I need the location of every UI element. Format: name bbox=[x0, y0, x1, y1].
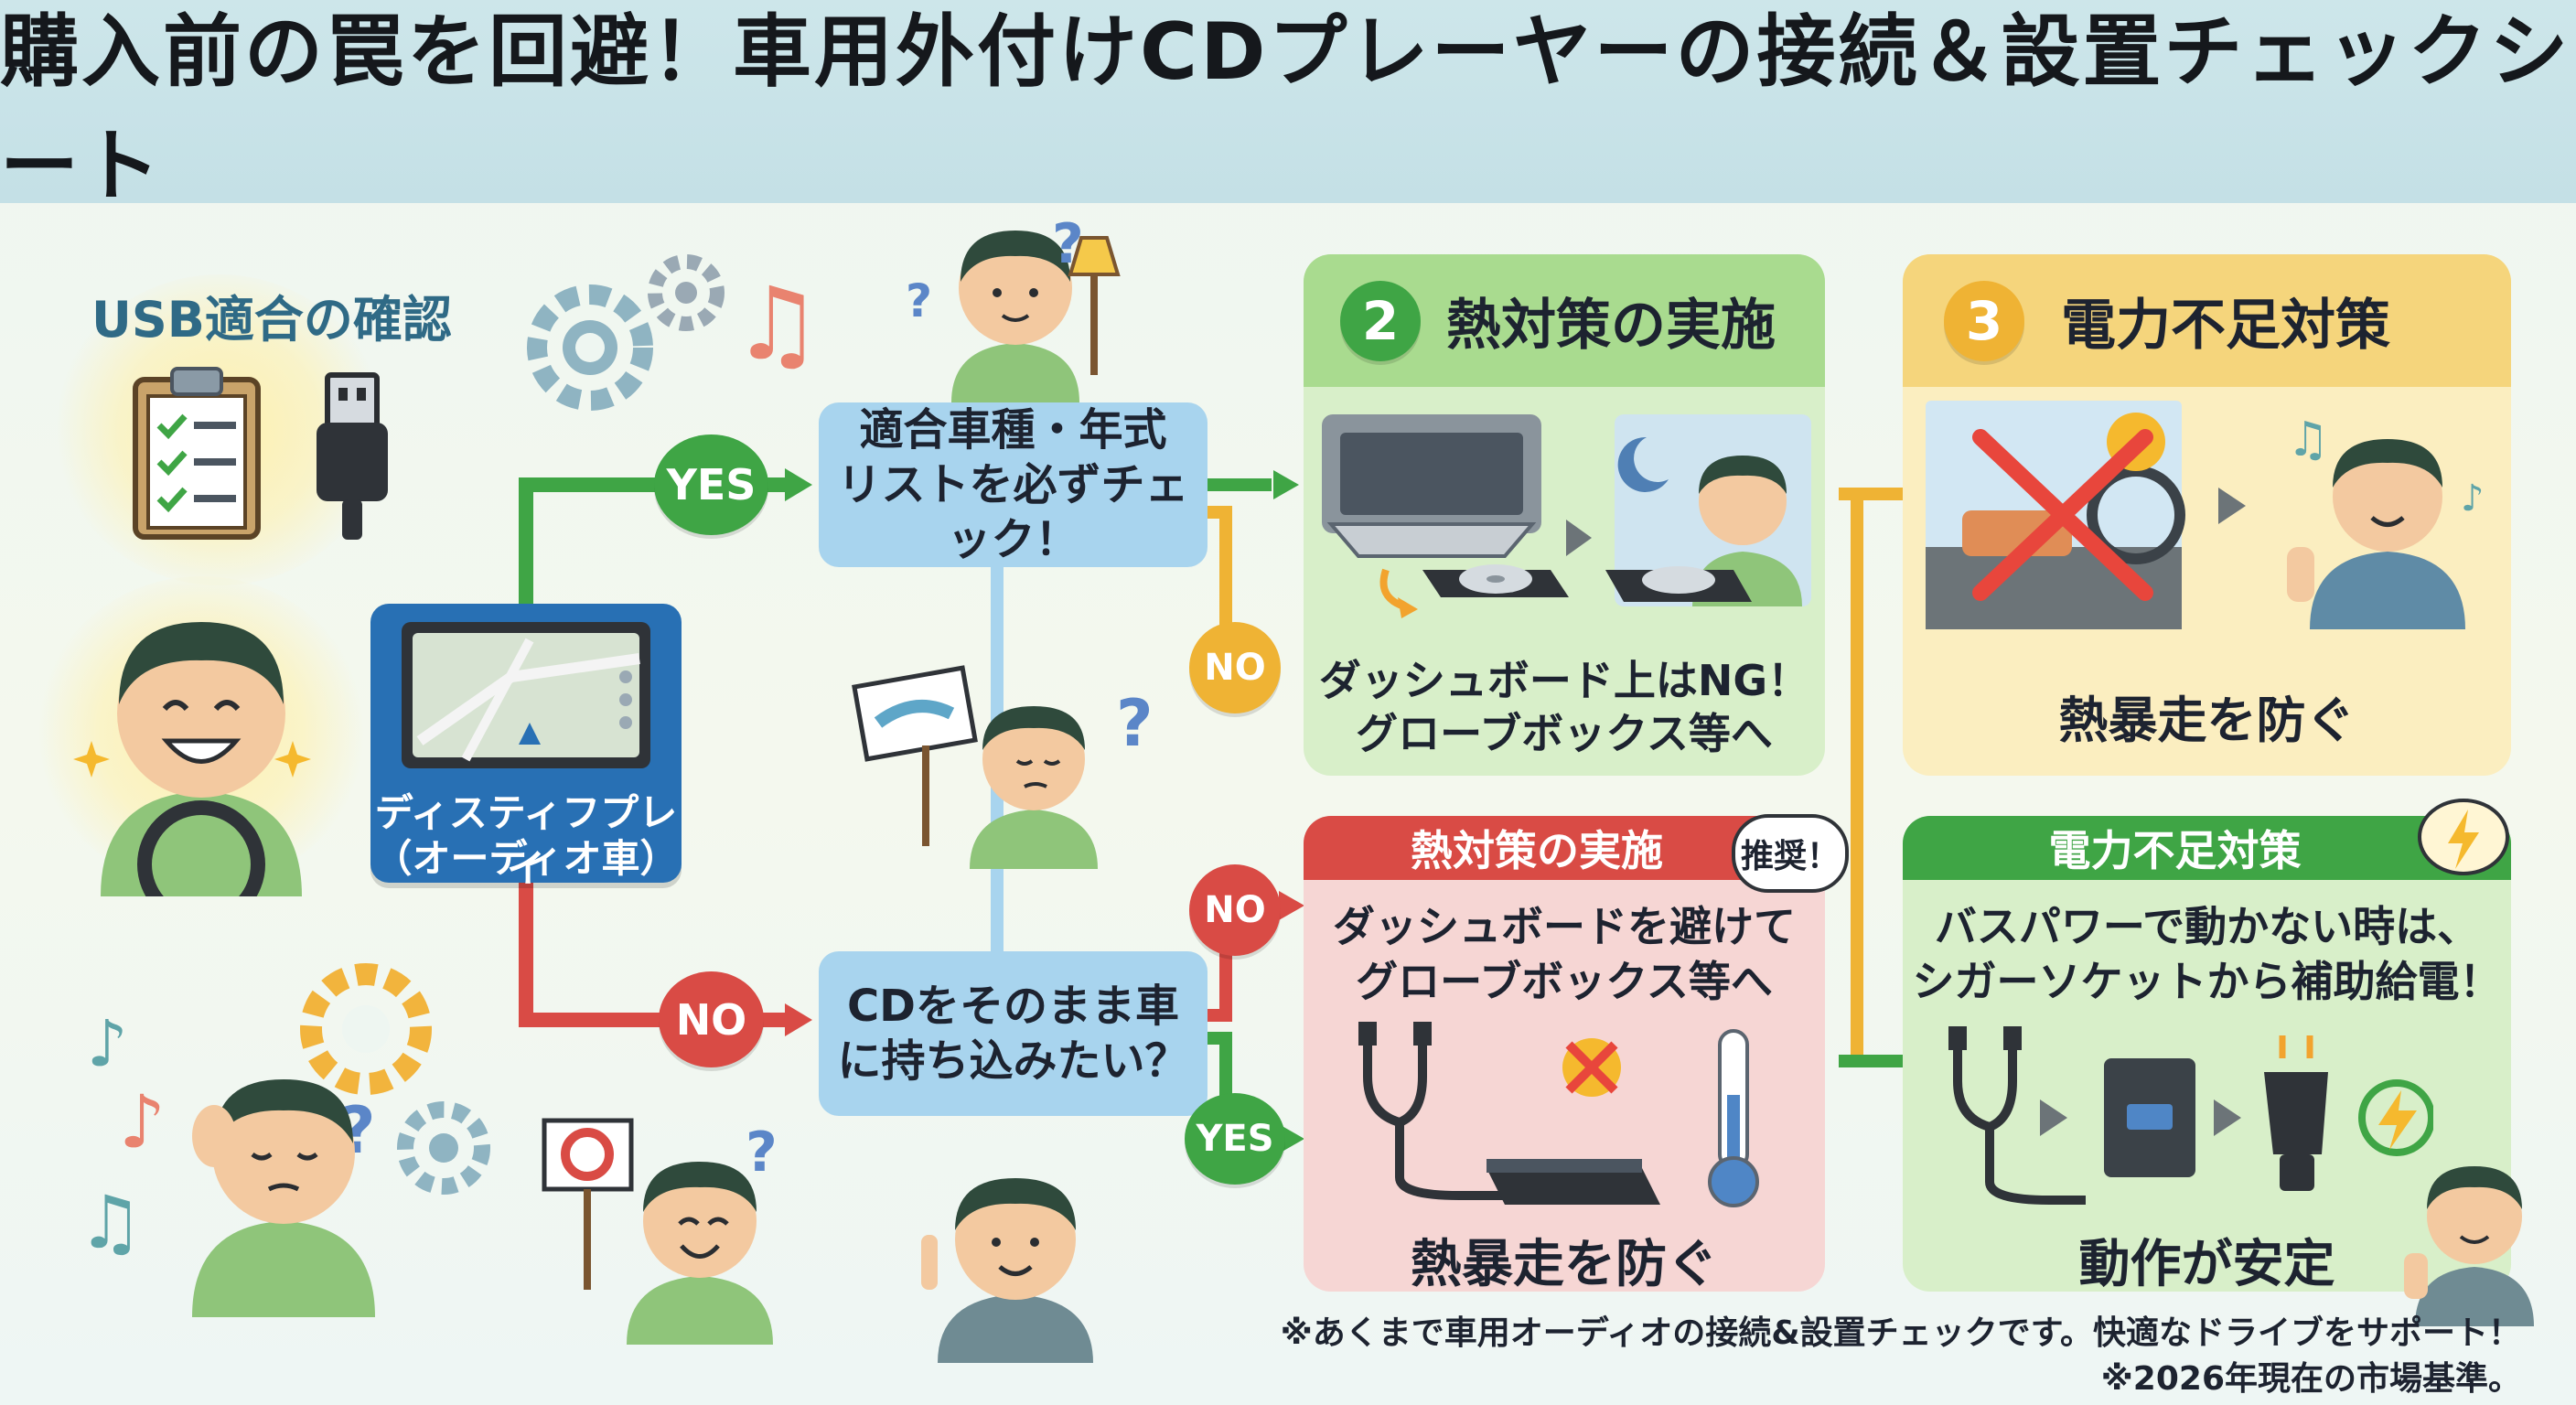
usb-plug-icon bbox=[317, 372, 388, 540]
panel-heat-measures: 2 熱対策の実施 ダッシュボード上はNG！ グローブボックス等へ bbox=[1304, 254, 1825, 776]
panel-heat-header: 2 熱対策の実施 bbox=[1304, 254, 1825, 387]
page-title: 購入前の罠を回避！車用外付けCDプレーヤーの接続＆設置チェックシート bbox=[0, 6, 2571, 212]
panel-power-support-bottom: 動作が安定 bbox=[2078, 1235, 2335, 1292]
navigation-map-screen bbox=[402, 622, 650, 768]
panel-power-support: 電力不足対策 バスパワーで動かない時は、 シガーソケットから補助給電！ 動作が安… bbox=[1903, 816, 2511, 1292]
no-badge: NO bbox=[1189, 622, 1281, 713]
lightning-bubble-icon bbox=[2418, 799, 2509, 875]
panel-heat-text-line2: グローブボックス等へ bbox=[1356, 709, 1773, 758]
gear-icon bbox=[300, 963, 432, 1095]
music-note-icon: ♫ bbox=[732, 265, 822, 382]
question-mark-icon: ? bbox=[906, 274, 933, 327]
thumbs-up-person-illustration bbox=[2404, 1166, 2534, 1326]
title-banner: 購入前の罠を回避！車用外付けCDプレーヤーの接続＆設置チェックシート bbox=[0, 0, 2576, 212]
sparkle-icon bbox=[73, 741, 110, 778]
no-badge: NO bbox=[1189, 864, 1281, 956]
panel-heat-rec-bottom: 熱暴走を防ぐ bbox=[1411, 1235, 1718, 1292]
head-unit-display: ディスティフプレイ （オーディオ車） bbox=[370, 604, 682, 891]
footnote-line1: ※あくまで車用オーディオの接続&設置チェックです。快適なドライブをサポート！ bbox=[1280, 1314, 2521, 1352]
no-badge: NO bbox=[659, 971, 764, 1067]
panel-power-header: 3 電力不足対策 bbox=[1903, 254, 2511, 387]
question-mark-icon: ? bbox=[1116, 686, 1154, 761]
panel-heat-text-line1: ダッシュボード上はNG！ bbox=[1318, 656, 1810, 705]
panel-heat-rec-title: 熱対策の実施 bbox=[1411, 826, 1663, 875]
question-mark-icon: ? bbox=[746, 1121, 778, 1185]
gear-icon bbox=[397, 1101, 490, 1195]
glovebox-cd-illustration bbox=[1322, 414, 1811, 618]
panel-power-support-text-line1: バスパワーで動かない時は、 bbox=[1934, 902, 2480, 951]
no-arrowhead bbox=[785, 1003, 812, 1036]
confused-person-illustration bbox=[192, 1079, 375, 1317]
panel-power-title: 電力不足対策 bbox=[2061, 294, 2390, 358]
music-note-icon: ♪ bbox=[119, 1079, 166, 1164]
checklist-clipboard-icon bbox=[133, 367, 261, 540]
music-note-icon: ♪ bbox=[87, 1006, 128, 1081]
person-with-ok-sign-illustration bbox=[542, 1118, 773, 1345]
sparkle-icon bbox=[274, 741, 311, 778]
question-box-compatibility: 適合車種・年式 リストを必ずチェック！ bbox=[819, 402, 1208, 567]
step-number-badge: 3 bbox=[1944, 280, 2024, 361]
usb-title: USB適合の確認 bbox=[91, 291, 452, 349]
gear-icon bbox=[648, 254, 724, 331]
yes-badge: YES bbox=[1185, 1093, 1285, 1185]
panel-heat-recommended: 熱対策の実施 ダッシュボードを避けて グローブボックス等へ 熱暴走を防ぐ bbox=[1304, 816, 1825, 1292]
gear-icon bbox=[527, 284, 653, 411]
svg-text:♪: ♪ bbox=[2461, 477, 2485, 520]
step-number-badge: 2 bbox=[1340, 280, 1421, 361]
yes-badge: YES bbox=[654, 434, 768, 535]
recommended-tag: 推奨！ bbox=[1732, 814, 1849, 893]
panel-heat-title: 熱対策の実施 bbox=[1446, 294, 1776, 358]
footnote-line2: ※2026年現在の市場基準。 bbox=[2100, 1360, 2521, 1398]
panel-heat-rec-text-line2: グローブボックス等へ bbox=[1356, 957, 1773, 1006]
music-note-icon: ♫ bbox=[78, 1180, 144, 1265]
happy-driver-illustration bbox=[101, 622, 302, 896]
cable-player-thermometer-illustration bbox=[1358, 1022, 1759, 1207]
panel-power-support-text-line2: シガーソケットから補助給電！ bbox=[1912, 957, 2502, 1006]
dashboard-sun-illustration: ♫ ♪ bbox=[1926, 401, 2485, 629]
panel-heat-rec-text-line1: ダッシュボードを避けて bbox=[1333, 902, 1796, 951]
svg-text:♫: ♫ bbox=[2287, 413, 2330, 467]
panel-power-support-header: 電力不足対策 bbox=[1903, 816, 2511, 880]
yes-arrowhead bbox=[785, 468, 812, 501]
display-label-line1: ディスティフプレイ bbox=[374, 790, 678, 891]
person-with-map-sign-illustration bbox=[852, 665, 1098, 869]
display-label-line2: （オーディオ車） bbox=[373, 836, 679, 881]
question-box-bring-cd: CDをそのまま車 に持ち込みたい？ bbox=[819, 951, 1208, 1116]
panel-power-measures: 3 電力不足対策 ♫ ♪ 熱暴走を防ぐ bbox=[1903, 254, 2511, 776]
cigarette-socket-power-illustration bbox=[1948, 1026, 2433, 1205]
panel-power-support-title: 電力不足対策 bbox=[2048, 826, 2302, 875]
person-with-sign-illustration bbox=[951, 231, 1121, 402]
panel-power-text: 熱暴走を防ぐ bbox=[2058, 692, 2356, 749]
question-mark-icon: ? bbox=[1052, 212, 1084, 276]
person-pointing-illustration bbox=[921, 1178, 1093, 1363]
